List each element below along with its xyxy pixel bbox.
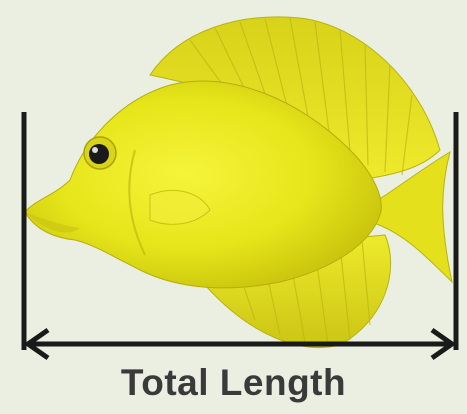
total-length-label: Total Length bbox=[0, 358, 467, 408]
double-headed-arrow bbox=[28, 330, 452, 358]
yellow-tang-fish-icon bbox=[25, 17, 452, 348]
fish-eye bbox=[84, 137, 116, 169]
